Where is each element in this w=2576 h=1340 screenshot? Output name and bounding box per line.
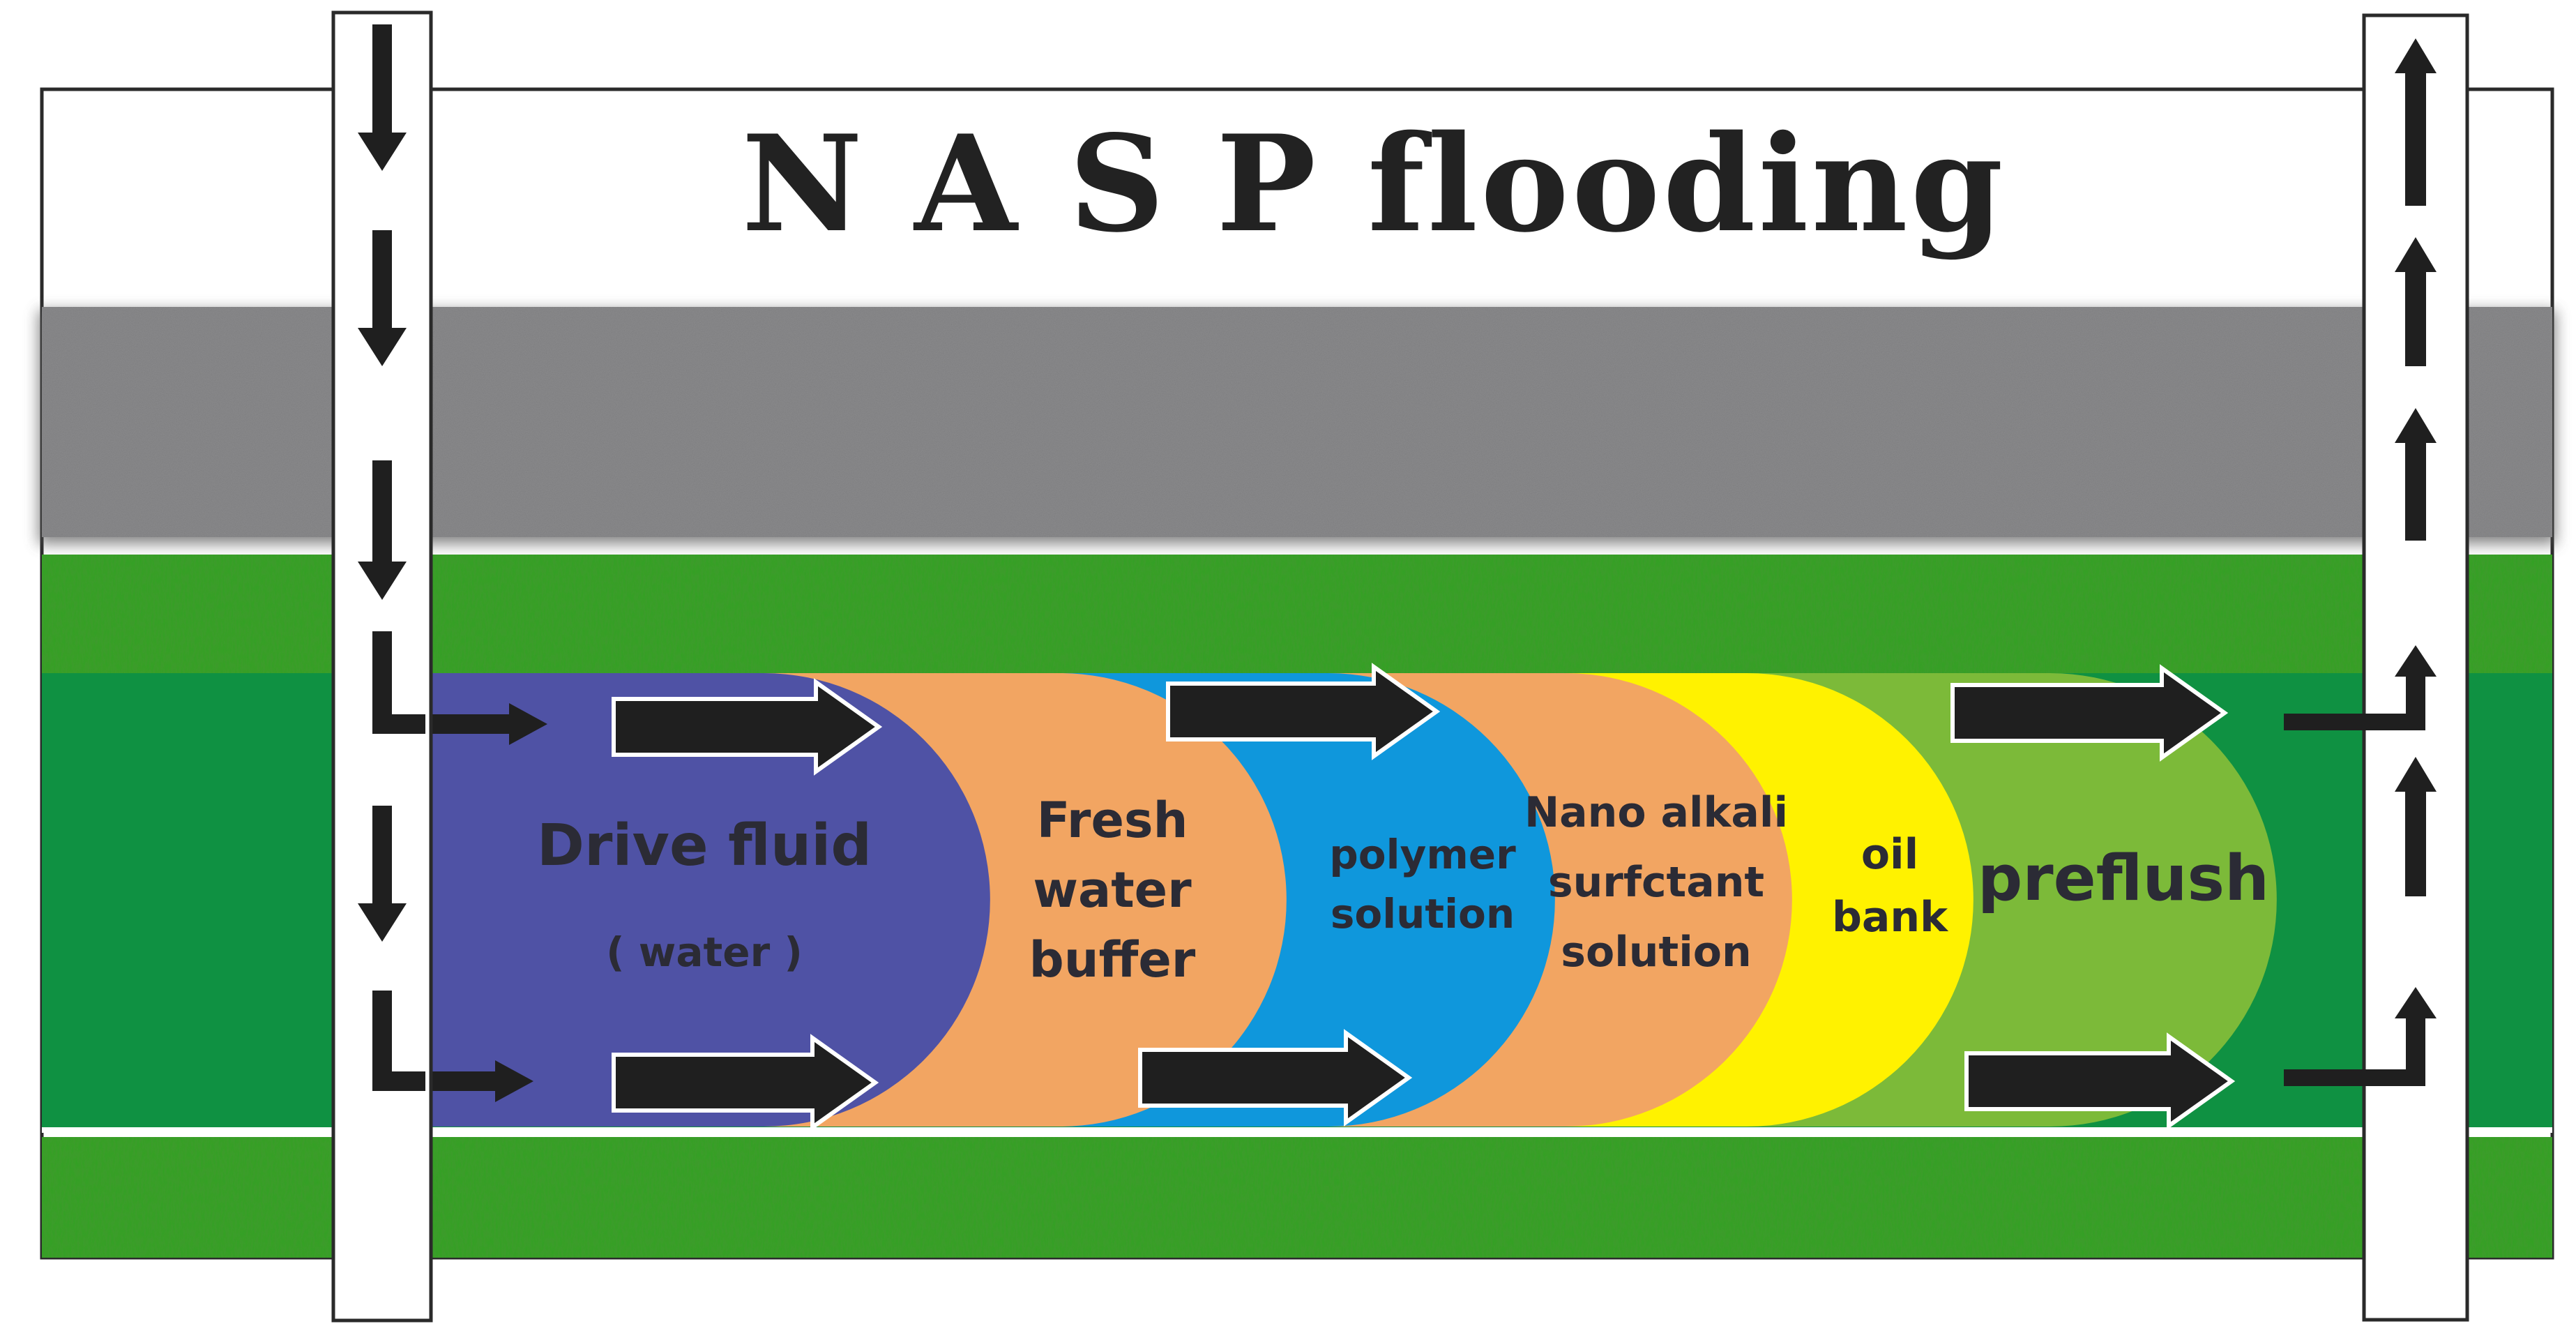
slug-label-5: preflush	[1978, 842, 2269, 915]
slug-label-line: Fresh	[1037, 792, 1188, 849]
injection-outlet-arrow	[418, 1060, 533, 1102]
up-arrow	[2395, 237, 2437, 366]
flow-arrow	[612, 678, 883, 776]
slug-label-2: polymer solution	[1329, 831, 1516, 938]
slug-label-line: water	[1033, 861, 1192, 919]
flow-arrow	[1166, 663, 1441, 760]
slug-label-1: Fresh water buffer	[1029, 792, 1196, 988]
slug-label-4: oil bank	[1832, 830, 1949, 942]
slug-label-line: Nano alkali	[1524, 788, 1788, 837]
flow-arrows	[418, 663, 2236, 1131]
up-arrow	[2395, 38, 2437, 206]
slug-label-line: solution	[1331, 890, 1515, 938]
slug-label-3: Nano alkali surfctant solution	[1524, 788, 1788, 977]
injection-outlet-arrow	[418, 703, 547, 745]
down-arrow	[358, 460, 407, 600]
slug-label-0: Drive fluid ( water )	[537, 813, 872, 976]
diagram-title: N A S P flooding	[741, 106, 2006, 262]
flow-arrow	[1964, 1032, 2236, 1130]
flood-slugs	[425, 673, 2277, 1127]
slug-label-line: bank	[1832, 893, 1949, 942]
well-flow-arrows	[358, 24, 2437, 1091]
production-inlet-arrow	[2284, 645, 2437, 730]
caprock-layer	[42, 307, 2552, 537]
up-arrow	[2395, 408, 2437, 541]
down-arrow	[358, 24, 407, 171]
production-inlet-arrow	[2284, 987, 2437, 1086]
slug-label-line: buffer	[1029, 931, 1196, 988]
slug-label-line: polymer	[1329, 831, 1516, 878]
injection-bend	[372, 991, 425, 1091]
slug-label-line: Drive fluid	[537, 813, 872, 879]
slug-label-line: surfctant	[1548, 858, 1764, 907]
slug-0	[425, 673, 990, 1127]
up-arrow	[2395, 757, 2437, 896]
lower-formation-layer	[42, 1137, 2552, 1258]
slug-label-line: solution	[1561, 928, 1751, 977]
flow-arrow	[1950, 664, 2229, 762]
injection-bend	[372, 631, 425, 734]
slug-label-line: preflush	[1978, 842, 2269, 915]
slug-label-line: oil	[1861, 830, 1918, 879]
upper-formation-layer	[42, 555, 2552, 673]
down-arrow	[358, 230, 407, 366]
flow-arrow	[1138, 1029, 1413, 1127]
slug-labels: Drive fluid ( water ) Fresh water buffer poly…	[537, 788, 2269, 988]
flow-arrow	[612, 1034, 879, 1131]
down-arrow	[358, 806, 407, 942]
slug-label-line: ( water )	[606, 928, 803, 976]
